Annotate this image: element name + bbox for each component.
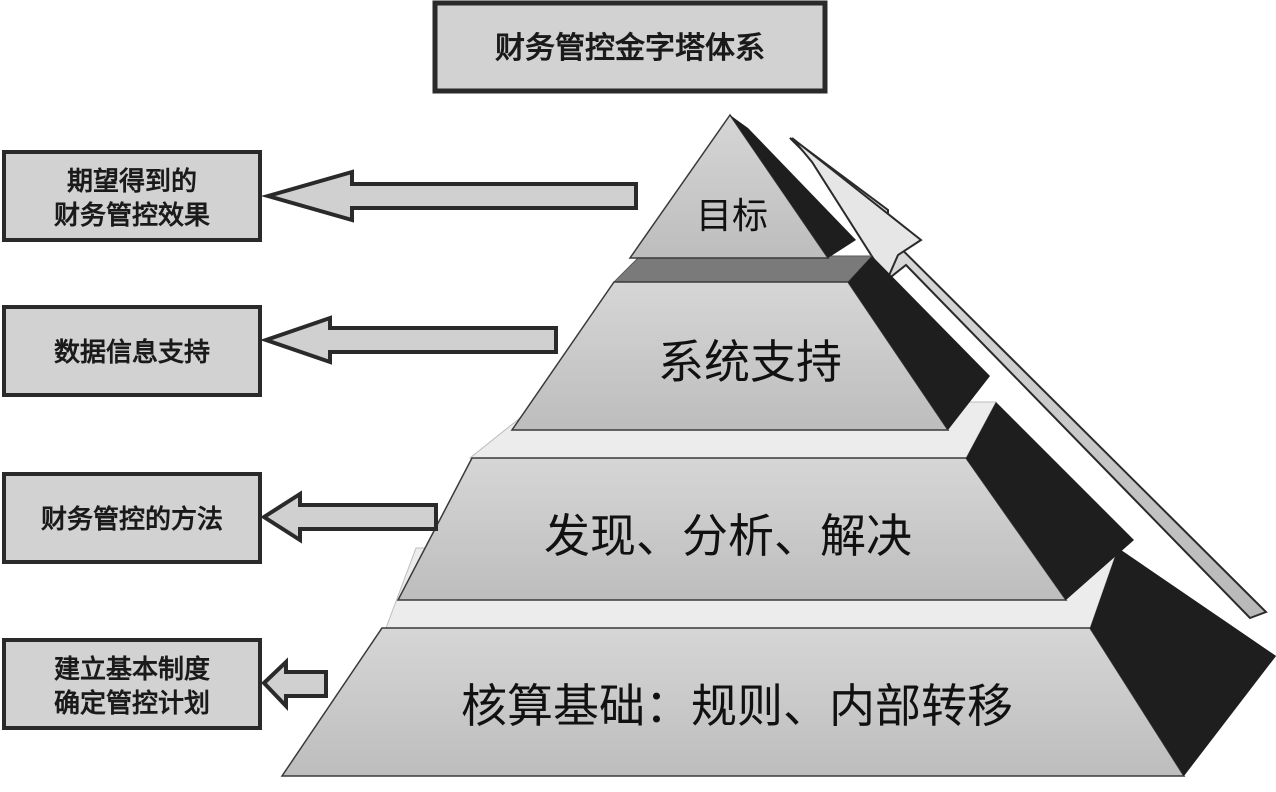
left-arrow-1 [260,169,638,223]
side-box-4-line-2: 确定管控计划 [54,688,210,719]
title-text: 财务管控金字塔体系 [495,31,765,66]
up-arrow [789,137,1268,620]
side-box-3: 财务管控的方法 [2,472,262,564]
pyramid-tier-3: 发现、分析、解决 [396,401,1134,601]
tier-label-2: 系统支持 [658,335,842,389]
side-box-1: 期望得到的 财务管控效果 [2,150,262,242]
tier-label-base: 核算基础：规则、内部转移 [461,679,1013,733]
left-arrow-2 [259,315,558,365]
side-box-3-line-1: 财务管控的方法 [41,504,223,535]
side-box-2-line-1: 数据信息支持 [54,337,210,368]
tier-label-3: 发现、分析、解决 [544,509,912,563]
tier-label-top: 目标 [696,196,768,237]
left-arrow-3 [260,490,438,544]
side-box-4-line-1: 建立基本制度 [54,654,210,685]
title-box: 财务管控金字塔体系 [432,0,828,94]
side-box-1-line-2: 财务管控效果 [54,200,210,231]
pyramid-tier-top: 目标 [628,113,856,259]
side-box-4: 建立基本制度 确定管控计划 [2,638,262,730]
side-box-2: 数据信息支持 [2,305,262,397]
side-box-1-line-1: 期望得到的 [67,166,197,197]
pyramid-tier-2: 系统支持 [510,255,990,431]
left-arrow-4 [261,657,328,711]
